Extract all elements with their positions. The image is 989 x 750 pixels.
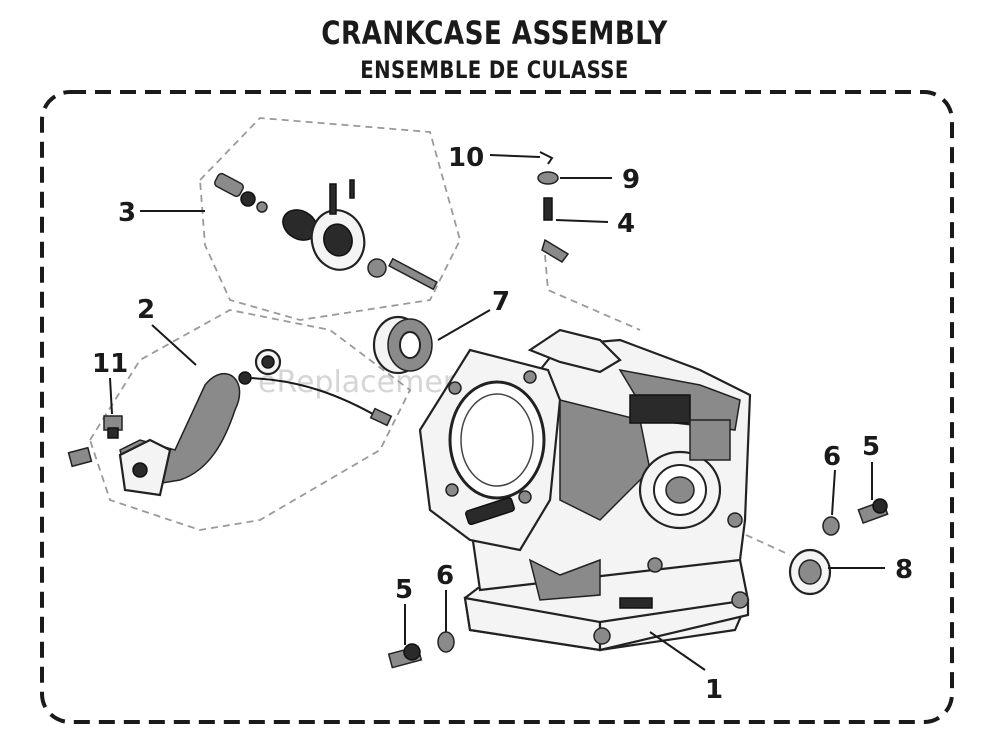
leader-11 xyxy=(109,377,113,415)
washer-9 xyxy=(537,171,559,185)
leader-6-right xyxy=(831,469,836,516)
callout-9: 9 xyxy=(622,165,640,195)
callout-2: 2 xyxy=(137,295,155,325)
callout-1: 1 xyxy=(705,675,723,705)
leader-4 xyxy=(555,219,609,223)
pin-10 xyxy=(539,151,554,165)
cylinder-bore xyxy=(448,380,546,500)
diagram-title: CRANKCASE ASSEMBLY xyxy=(321,14,668,52)
screw-11 xyxy=(103,415,123,439)
bolt-5-lower xyxy=(387,643,423,669)
callout-8: 8 xyxy=(895,555,913,585)
callout-5-right: 5 xyxy=(862,432,880,462)
callout-3: 3 xyxy=(118,198,136,228)
washer-6-right xyxy=(822,516,840,536)
leader-7 xyxy=(437,309,491,341)
breather-guide-line xyxy=(544,254,641,331)
bolt-5-right xyxy=(857,498,889,524)
leader-1 xyxy=(649,631,706,671)
callout-5-lower: 5 xyxy=(395,575,413,605)
governor-subassembly-outline xyxy=(199,117,461,321)
callout-4: 4 xyxy=(617,209,635,239)
callout-7: 7 xyxy=(492,287,510,317)
callout-6-lower: 6 xyxy=(436,561,454,591)
diagram-subtitle: ENSEMBLE DE CULASSE xyxy=(360,56,629,84)
leader-10 xyxy=(489,154,541,158)
spring-4 xyxy=(541,197,570,263)
callout-6-right: 6 xyxy=(823,442,841,472)
oil-seal-8 xyxy=(788,548,832,596)
washer-6-lower xyxy=(437,631,455,653)
seal-guide-line xyxy=(734,529,791,556)
callout-10: 10 xyxy=(448,143,484,173)
oil-seal-7 xyxy=(372,315,433,375)
callout-11: 11 xyxy=(92,349,128,379)
crankcase-block xyxy=(418,328,752,652)
assembly-boundary xyxy=(40,90,954,724)
governor-assembly xyxy=(214,172,438,291)
oil-sensor xyxy=(118,348,393,497)
leader-2 xyxy=(151,324,197,366)
oil-sensor-subassembly-outline xyxy=(89,309,412,531)
screw-left-lower xyxy=(67,446,93,468)
